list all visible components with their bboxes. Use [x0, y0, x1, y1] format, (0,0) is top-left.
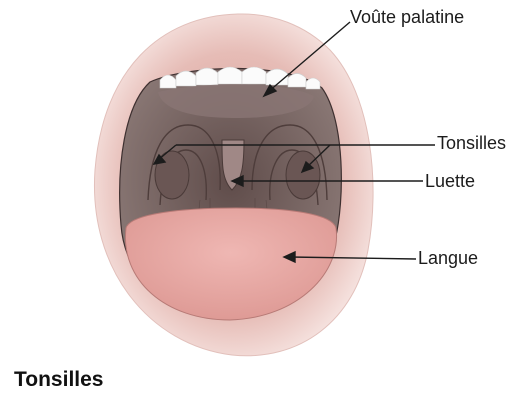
diagram-caption: Tonsilles [14, 368, 103, 392]
right-tonsil [286, 151, 320, 199]
label-palate: Voûte palatine [350, 7, 464, 28]
label-tonsils: Tonsilles [437, 133, 506, 154]
label-uvula: Luette [425, 171, 475, 192]
label-tongue: Langue [418, 248, 478, 269]
